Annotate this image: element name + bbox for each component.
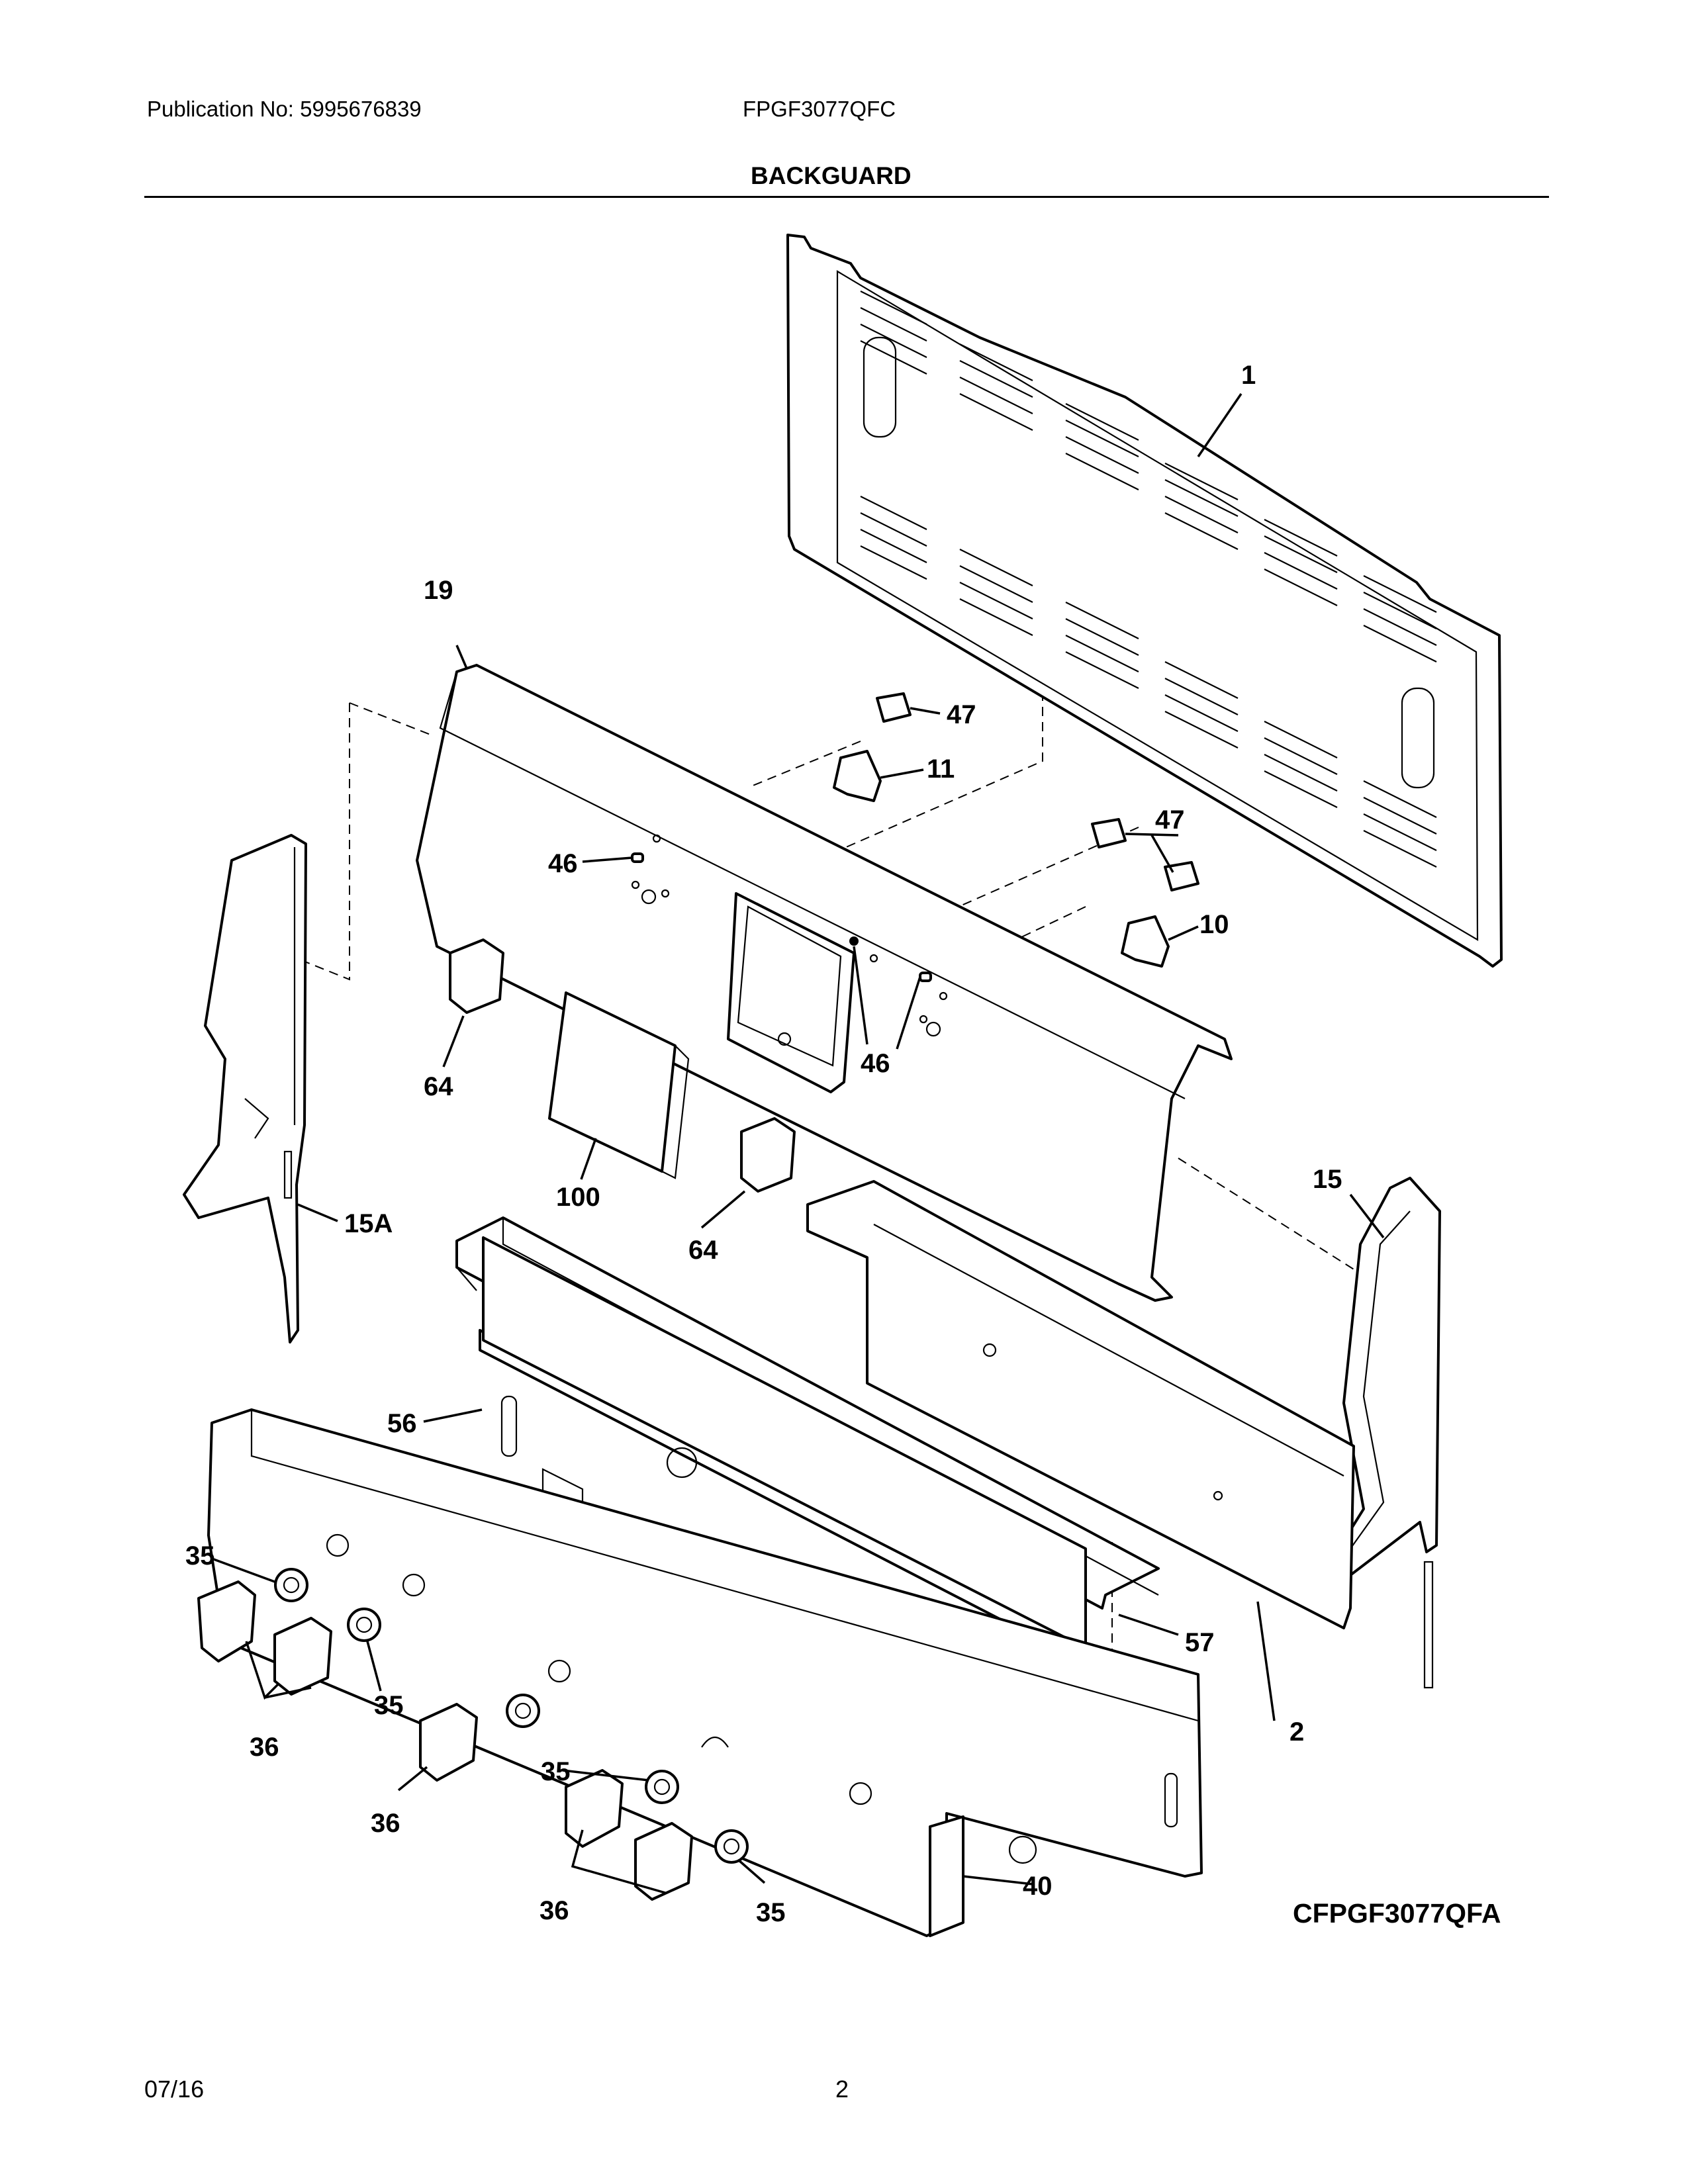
spud-gaskets-part-35 xyxy=(274,1568,749,1864)
trim-panel-part-2 xyxy=(806,1180,1355,1629)
callout-35: 35 xyxy=(541,1757,571,1786)
leader-lines xyxy=(211,393,1385,1894)
callout-47: 47 xyxy=(947,700,976,729)
footer-date: 07/16 xyxy=(144,2075,205,2103)
footer-page-number: 2 xyxy=(835,2075,849,2103)
callout-labels: 1 19 47 11 47 46 10 46 64 100 64 15 15A … xyxy=(185,361,1501,1929)
callout-35: 35 xyxy=(185,1541,215,1570)
manifold-shield-parts-56-57 xyxy=(455,1216,1160,1696)
callout-47: 47 xyxy=(1155,805,1185,835)
callout-57: 57 xyxy=(1185,1628,1215,1657)
switches-valves-screws xyxy=(631,692,1199,982)
callout-35: 35 xyxy=(374,1691,404,1720)
left-bracket-part-15A xyxy=(183,834,307,1343)
diagram-model-code: CFPGF3077QFA xyxy=(1293,1898,1501,1929)
section-title: BACKGUARD xyxy=(751,162,912,189)
callout-15A: 15A xyxy=(344,1209,393,1238)
callout-64: 64 xyxy=(688,1236,718,1265)
callout-15: 15 xyxy=(1313,1165,1342,1194)
callout-1: 1 xyxy=(1241,361,1256,390)
callout-100: 100 xyxy=(556,1183,600,1212)
callout-11: 11 xyxy=(927,754,955,784)
panel-vents xyxy=(860,291,1437,868)
callout-40: 40 xyxy=(1023,1872,1053,1901)
callout-56: 56 xyxy=(387,1409,417,1438)
manifold-panel-part-40 xyxy=(207,1408,1203,1937)
publication-number: Publication No: 5995676839 xyxy=(147,97,422,121)
rear-panel-part-1 xyxy=(786,234,1503,968)
callout-36: 36 xyxy=(371,1809,400,1838)
callout-46: 46 xyxy=(861,1049,890,1078)
callout-36: 36 xyxy=(250,1733,279,1762)
callout-10: 10 xyxy=(1199,910,1229,939)
callout-46: 46 xyxy=(548,849,578,878)
callout-19: 19 xyxy=(424,576,453,605)
callout-35: 35 xyxy=(756,1898,786,1927)
callout-2: 2 xyxy=(1289,1717,1304,1747)
clock-part-100 xyxy=(548,991,690,1179)
header-rule xyxy=(144,196,1549,198)
control-panel-part-19 xyxy=(416,664,1233,1302)
callout-64: 64 xyxy=(424,1072,453,1101)
callout-36: 36 xyxy=(539,1896,569,1925)
knobs-parts-36-64 xyxy=(197,938,796,1901)
model-number: FPGF3077QFC xyxy=(743,97,896,121)
